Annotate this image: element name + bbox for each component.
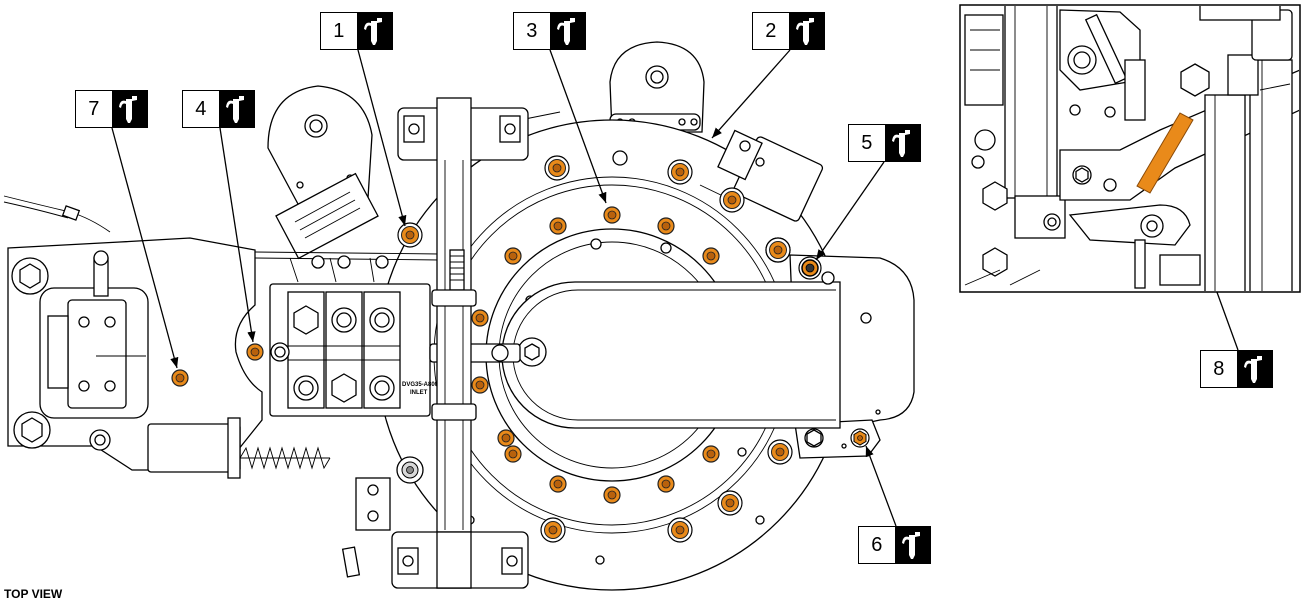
callout-1: 1	[320, 12, 393, 50]
left-body	[3, 195, 263, 471]
callout-number: 7	[76, 91, 112, 127]
grease-fitting	[471, 376, 489, 394]
grease-fitting-5	[798, 256, 822, 280]
callout-2: 2	[752, 12, 825, 50]
leader-line-7	[111, 127, 179, 369]
clamp-slot-plate	[501, 271, 841, 429]
grease-fitting	[717, 490, 743, 516]
callout-5: 5	[848, 124, 921, 162]
callout-number: 6	[859, 527, 895, 563]
leader-line-1	[357, 49, 407, 227]
leader-line-6	[865, 445, 897, 527]
grease-gun-icon	[1236, 351, 1272, 387]
grease-fitting	[657, 217, 675, 235]
grease-fitting	[471, 309, 489, 327]
hydraulic-cylinder	[391, 97, 529, 589]
grease-strip-8	[1136, 112, 1194, 194]
grease-fitting	[702, 445, 720, 463]
grease-fitting	[549, 475, 567, 493]
leader-line-5	[815, 161, 885, 261]
callout-7: 7	[75, 90, 148, 128]
grease-gun-icon	[549, 13, 585, 49]
grease-gun-icon	[218, 91, 254, 127]
callout-6: 6	[858, 526, 931, 564]
grease-fitting	[767, 439, 793, 465]
grease-fitting-2	[667, 159, 693, 185]
callout-number: 2	[753, 13, 789, 49]
control-valve-block: DVG35-A800 INLET	[269, 283, 439, 417]
leader-line-3	[549, 49, 607, 204]
spring-assembly	[147, 417, 391, 578]
grease-gun-icon	[788, 13, 824, 49]
callout-number: 8	[1201, 351, 1237, 387]
grease-gun-icon	[884, 125, 920, 161]
leader-lines	[111, 49, 1239, 527]
inset-detail-view	[959, 4, 1301, 293]
grease-fittings	[171, 155, 870, 543]
hex-bolt	[13, 411, 51, 449]
valve-model-label: DVG35-A800	[402, 382, 439, 388]
rotary-actuator	[39, 250, 149, 419]
grease-fitting	[719, 187, 745, 213]
grease-fitting	[702, 247, 720, 265]
grease-fitting-1	[397, 222, 423, 248]
grease-fitting	[540, 517, 566, 543]
grease-fitting-7	[171, 369, 189, 387]
hose-lines	[254, 251, 441, 283]
valve-port-label: INLET	[410, 390, 428, 396]
mount-tab-top	[609, 41, 705, 133]
callout-number: 1	[321, 13, 357, 49]
fitting	[396, 456, 424, 484]
leader-line-4	[219, 127, 256, 343]
grease-fitting	[657, 475, 675, 493]
view-label: TOP VIEW	[4, 587, 63, 601]
grease-fitting	[603, 486, 621, 504]
grease-fitting	[667, 517, 693, 543]
callout-4: 4	[182, 90, 255, 128]
grease-fitting-6	[850, 428, 870, 448]
callout-number: 3	[514, 13, 550, 49]
grease-gun-icon	[356, 13, 392, 49]
data-plate	[275, 172, 379, 260]
callout-number: 4	[183, 91, 219, 127]
grease-fitting	[504, 247, 522, 265]
mount-tab-left	[267, 85, 373, 205]
hex-bolt	[11, 257, 49, 295]
grease-fitting-3	[603, 206, 621, 224]
callout-3: 3	[513, 12, 586, 50]
callout-8: 8	[1200, 350, 1273, 388]
grease-gun-icon	[894, 527, 930, 563]
leader-line-2	[711, 49, 791, 139]
callout-number: 5	[849, 125, 885, 161]
grease-gun-icon	[111, 91, 147, 127]
grease-fitting	[497, 429, 515, 447]
grease-fitting-4	[246, 343, 264, 361]
grease-fitting	[544, 155, 570, 181]
grease-fitting	[549, 217, 567, 235]
grease-fitting	[765, 237, 791, 263]
grease-fitting	[504, 445, 522, 463]
